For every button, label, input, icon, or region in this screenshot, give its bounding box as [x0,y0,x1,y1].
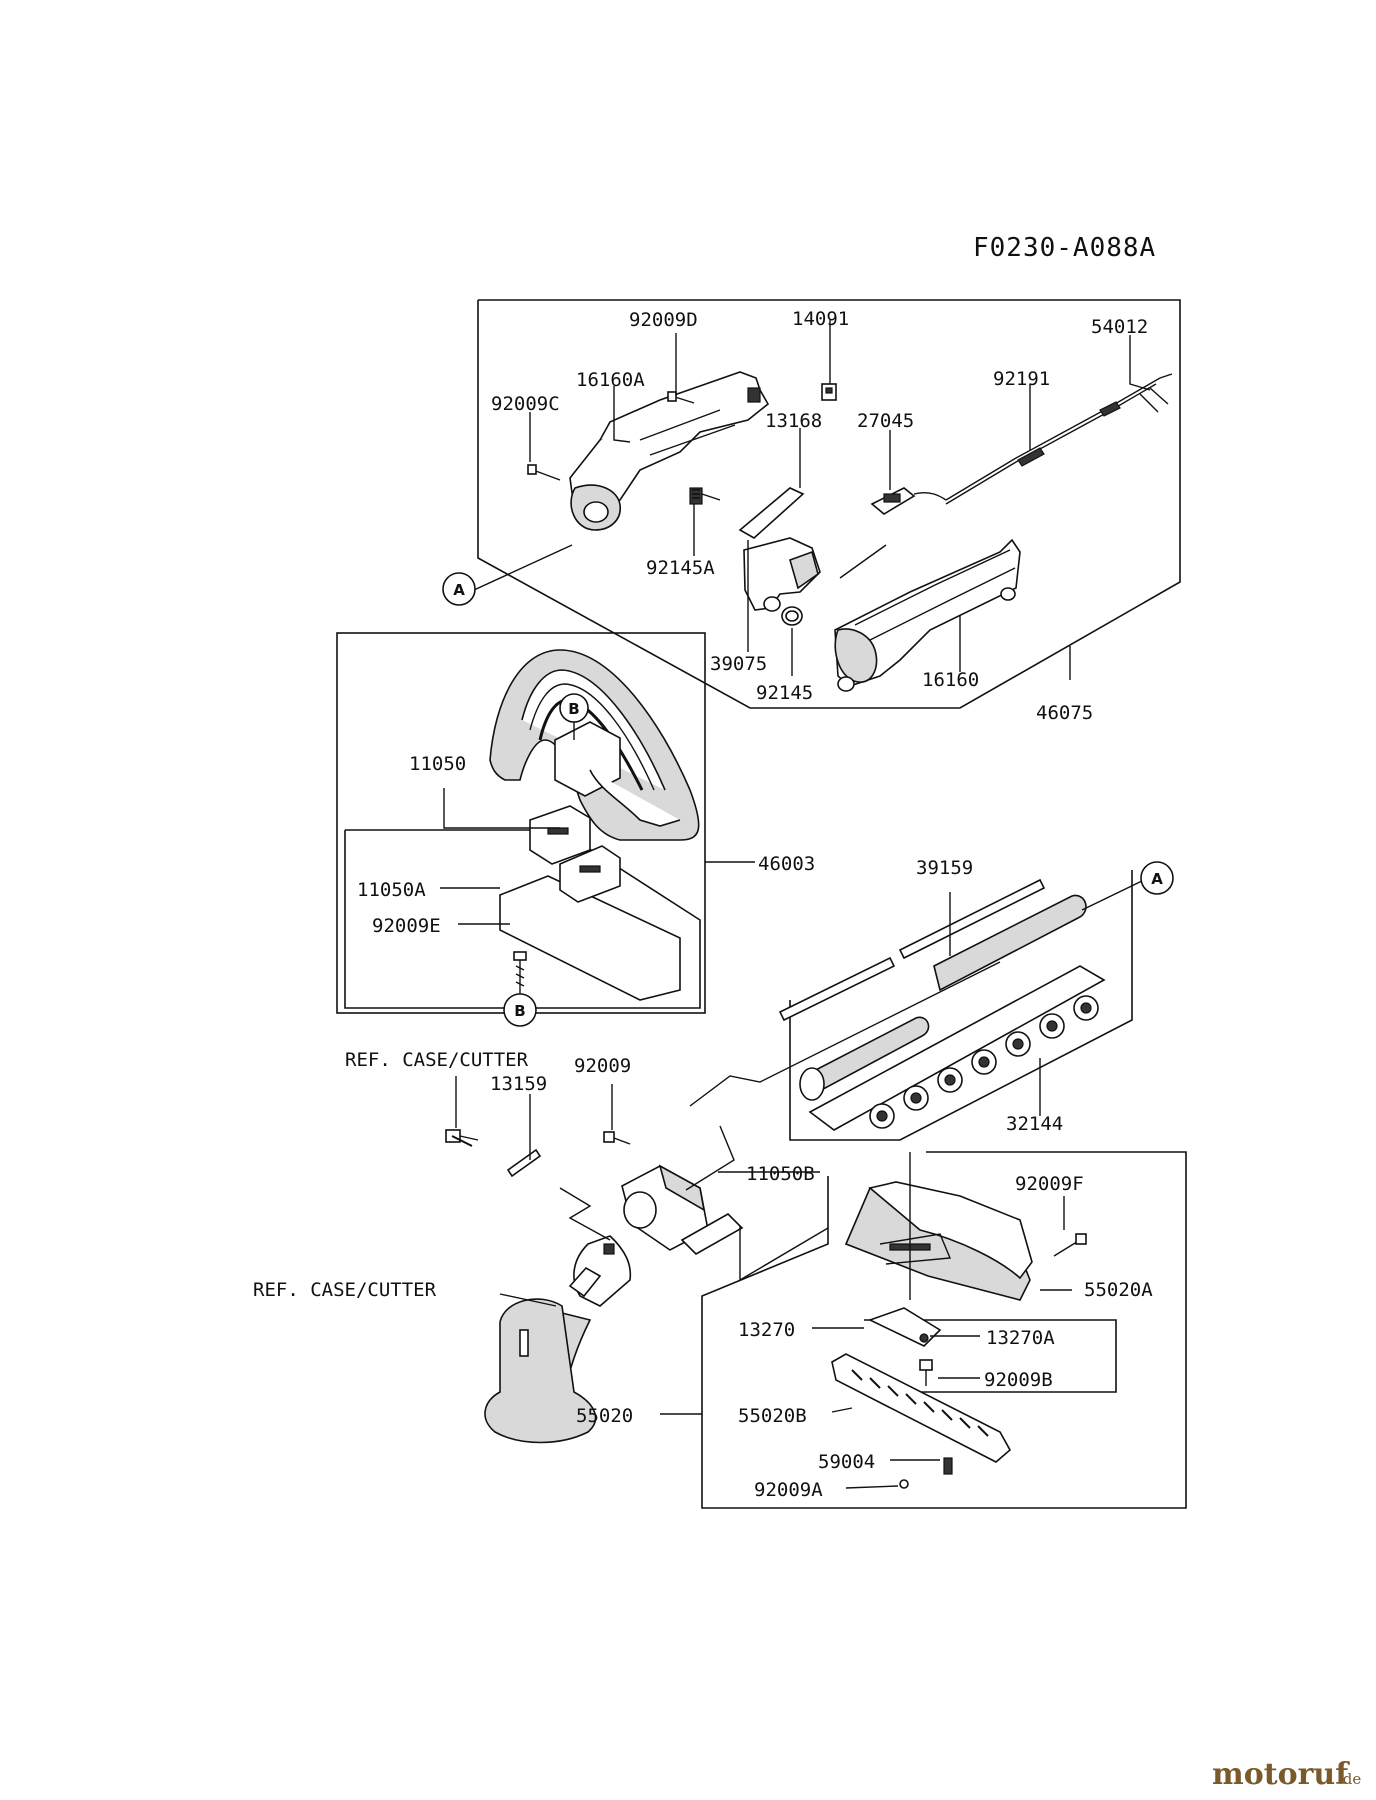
leaders-gear-case [455,1076,829,1307]
switch-27045 [870,487,947,515]
marker-a-2: A [1140,861,1174,895]
leaders-group-55020 [660,1152,1072,1489]
nut-92009A [899,1479,909,1489]
label-13270: 13270 [738,1319,795,1341]
watermark-logo[interactable]: motoruf .de [1212,1757,1361,1792]
leaders-shaft [689,879,1145,1116]
label-92009E: 92009E [372,915,441,937]
label-92145A: 92145A [646,557,715,579]
group-46075-outline [477,299,1181,709]
svg-text:A: A [453,581,465,599]
leaders-group-46075 [473,320,1151,676]
blade-55020B [831,1353,1012,1463]
label-ref-case-cutter-1: REF. CASE/CUTTER [345,1049,529,1071]
label-92009A: 92009A [754,1479,823,1501]
spring-92145A [689,487,721,505]
svg-text:motoruf: motoruf [1212,1757,1350,1792]
label-55020B: 55020B [738,1405,807,1427]
label-11050B: 11050B [746,1163,815,1185]
clip-59004 [943,1457,953,1475]
label-54012: 54012 [1091,316,1148,338]
label-59004: 59004 [818,1451,875,1473]
gear-case-parts [445,1129,744,1444]
label-11050A: 11050A [357,879,426,901]
label-92009: 92009 [574,1055,631,1077]
handle-housing-16160A [569,371,770,531]
label-39159: 39159 [916,857,973,879]
label-46003: 46003 [758,853,815,875]
label-13270A: 13270A [986,1327,1055,1349]
label-92009D: 92009D [629,309,698,331]
svg-text:B: B [568,700,579,718]
label-92009F: 92009F [1015,1173,1084,1195]
svg-text:.de: .de [1338,1770,1361,1788]
trigger-39075 [743,537,821,612]
plate-13270A [867,1307,942,1347]
label-13159: 13159 [490,1073,547,1095]
label-92009B: 92009B [984,1369,1053,1391]
subgroup-13270-outline [864,1319,1117,1393]
label-ref-case-cutter-2: REF. CASE/CUTTER [253,1279,437,1301]
label-46075: 46075 [1036,702,1093,724]
svg-text:A: A [1151,870,1163,888]
svg-text:B: B [514,1002,525,1020]
clamp-11050A [499,805,681,1001]
loop-handle-11050 [489,649,700,841]
label-92191: 92191 [993,368,1050,390]
label-11050: 11050 [409,753,466,775]
guard-55020A [844,1181,1033,1301]
label-13168: 13168 [765,410,822,432]
screw-92009C [527,464,561,481]
marker-b-1: B [559,693,589,723]
housing-16160 [834,538,1021,692]
label-55020A: 55020A [1084,1279,1153,1301]
label-92145: 92145 [756,682,813,704]
grips-39159-32144 [778,870,1133,1141]
screw-92009E [513,951,527,996]
marker-a-1: A [442,572,476,606]
subgroup-11050A-outline [344,829,701,1009]
label-14091: 14091 [792,308,849,330]
label-32144: 32144 [1006,1113,1063,1135]
marker-b-2: B [503,993,537,1027]
label-16160A: 16160A [576,369,645,391]
diagram-code: F0230-A088A [973,233,1156,263]
label-16160: 16160 [922,669,979,691]
label-92009C: 92009C [491,393,560,415]
label-27045: 27045 [857,410,914,432]
foam-rollers [869,995,1099,1129]
screw-92009B [919,1359,933,1386]
group-55020-outline [701,1151,1187,1509]
screw-92009D [667,391,695,404]
screw-92009F [1053,1233,1087,1257]
label-55020: 55020 [576,1405,633,1427]
spring-92145 [781,606,803,626]
lever-13168 [738,487,805,539]
label-39075: 39075 [710,653,767,675]
cable-92191-54012 [945,373,1173,505]
part-14091 [821,383,837,401]
